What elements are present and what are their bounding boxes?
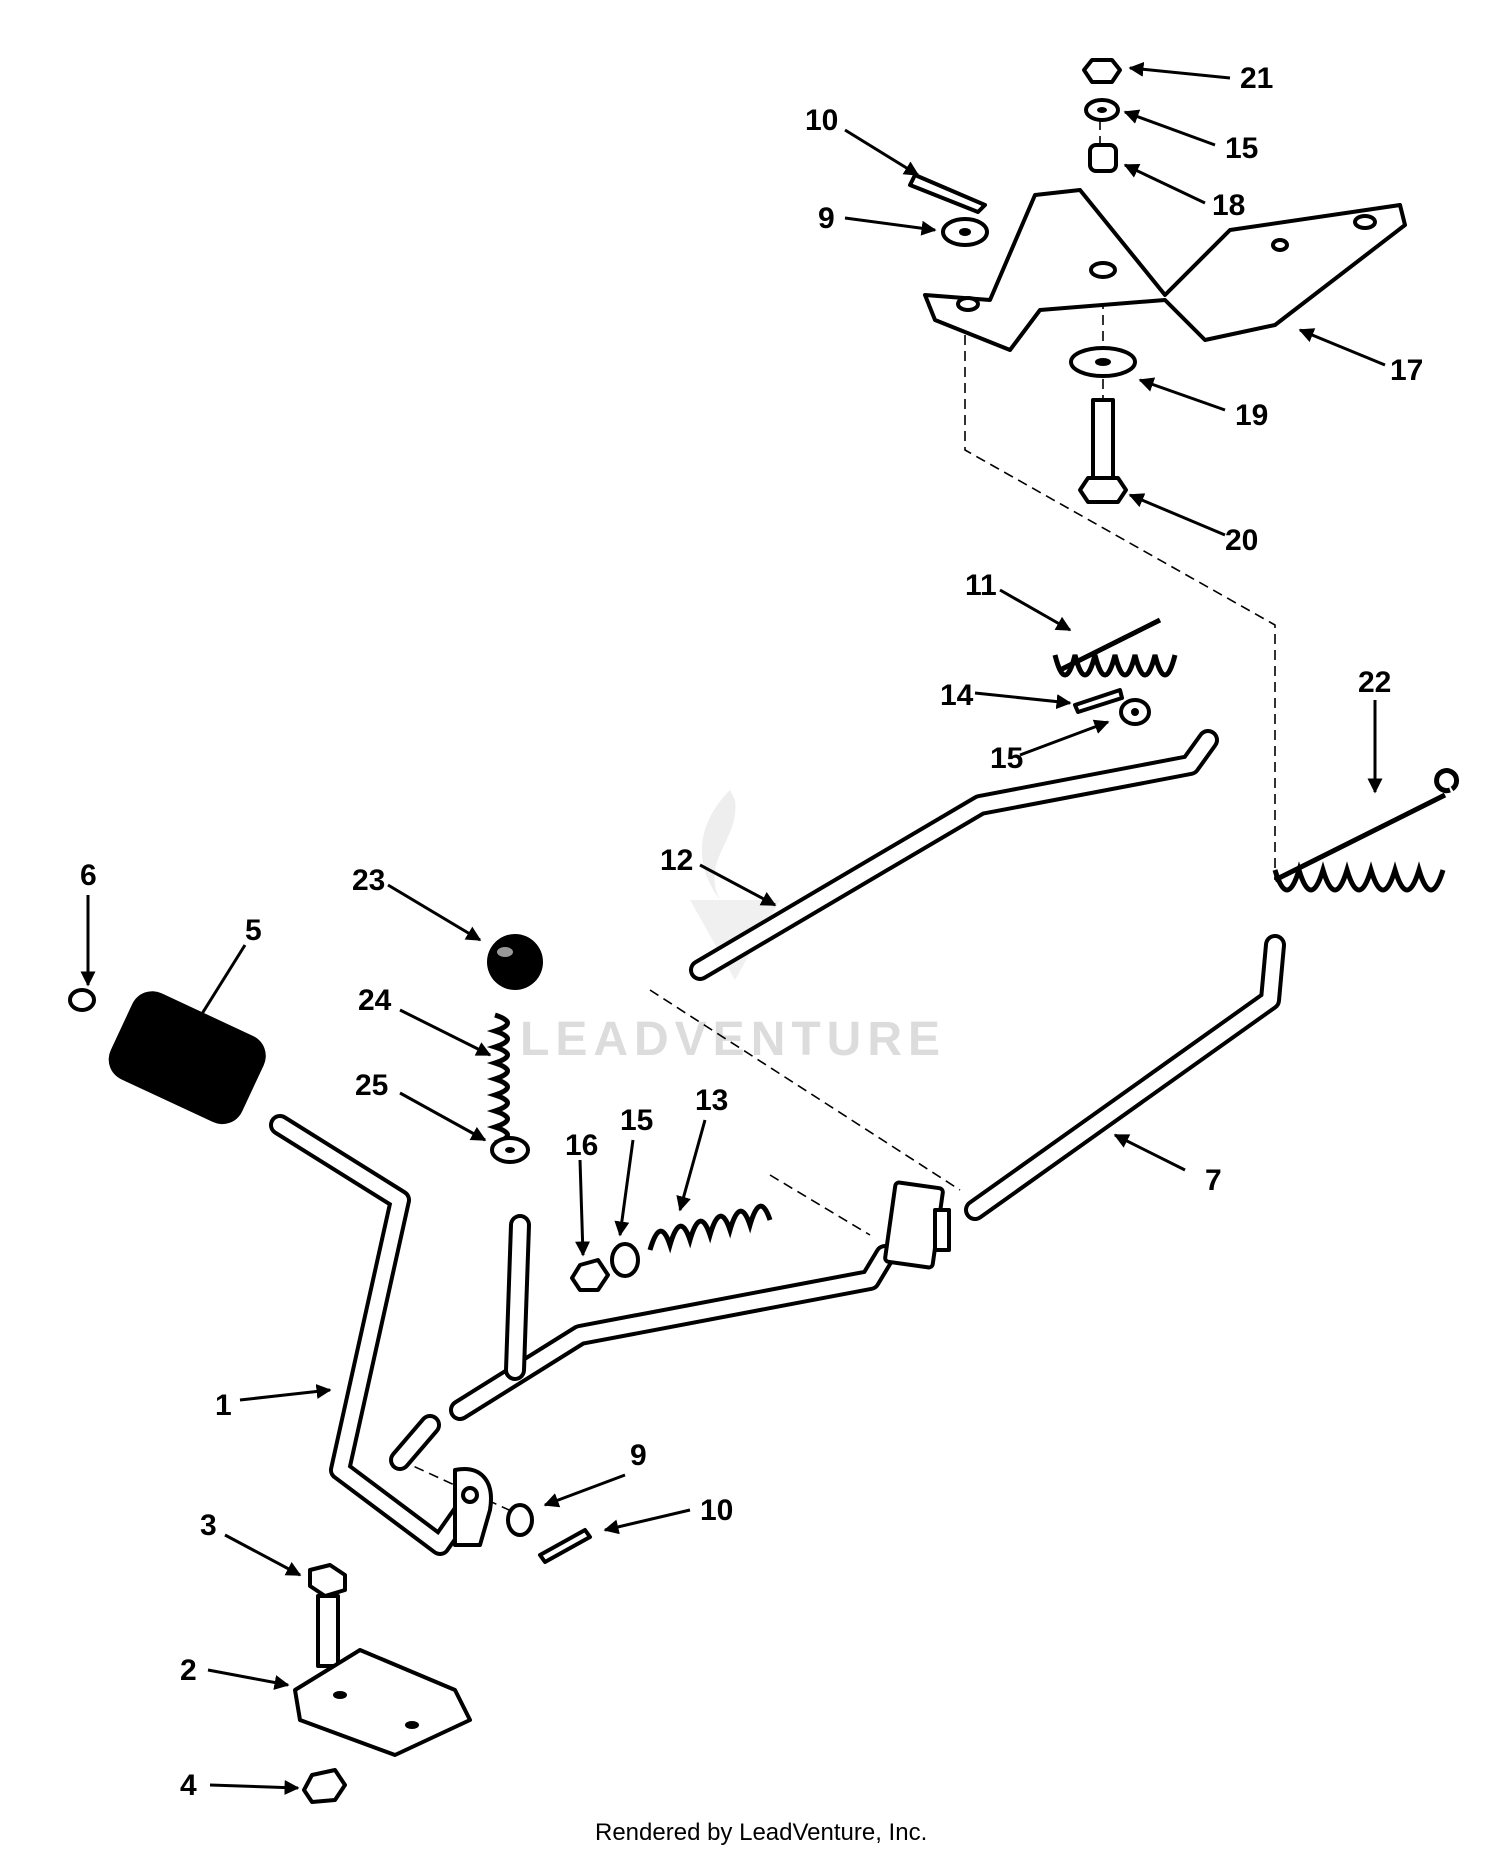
washer-15-top: [1084, 98, 1120, 122]
callout-21: 21: [1240, 62, 1273, 95]
callout-9-b: 9: [630, 1439, 647, 1472]
callout-10-b: 10: [700, 1494, 733, 1527]
callout-18: 18: [1212, 189, 1245, 222]
callout-15-c: 15: [620, 1104, 653, 1137]
callout-7: 7: [1205, 1164, 1222, 1197]
nut-4: [302, 1768, 347, 1804]
callout-6: 6: [80, 859, 97, 892]
bracket-17: [923, 188, 1407, 352]
assembly-lines: [399, 120, 1276, 1516]
callout-1: 1: [215, 1389, 232, 1422]
knob-23: [487, 934, 543, 990]
callout-4: 4: [180, 1769, 197, 1802]
washer-19: [1069, 346, 1137, 378]
grip-5: [108, 991, 266, 1125]
callout-3: 3: [200, 1509, 217, 1542]
callout-16: 16: [565, 1129, 598, 1162]
cotter-pin-10-top: [908, 173, 987, 214]
washer-15-mid: [1119, 698, 1151, 726]
callout-10-a: 10: [805, 104, 838, 137]
bracket-2: [293, 1648, 472, 1757]
callout-15-b: 15: [990, 742, 1023, 775]
callout-13: 13: [695, 1084, 728, 1117]
callout-2: 2: [180, 1654, 197, 1687]
callout-17: 17: [1390, 354, 1423, 387]
washer-9-low: [506, 1503, 534, 1537]
callout-24: 24: [358, 984, 392, 1017]
bolt-3: [308, 1563, 347, 1668]
callout-labels: 21 15 10 18 9 17 19 20 11 14 15 22 12 23…: [80, 62, 1423, 1802]
spacer-18: [1088, 143, 1118, 173]
callout-20: 20: [1225, 524, 1258, 557]
spring-24: [486, 1012, 510, 1146]
callout-22: 22: [1358, 666, 1391, 699]
lever-1: [269, 1114, 493, 1556]
callout-15-a: 15: [1225, 132, 1258, 165]
callout-23: 23: [352, 864, 385, 897]
footer-credit: Rendered by LeadVenture, Inc.: [595, 1819, 927, 1846]
washer-15-low: [610, 1242, 640, 1278]
spring-22: [1272, 768, 1460, 893]
callout-11: 11: [965, 569, 997, 602]
nut-16: [570, 1258, 610, 1292]
clip-6: [68, 988, 96, 1012]
link-rod: [449, 1214, 896, 1421]
rod-7: [964, 934, 1286, 1221]
pivot-plate: [883, 1180, 951, 1270]
cotter-pin-14: [1073, 688, 1124, 714]
rod-12: [689, 729, 1219, 981]
callout-12: 12: [660, 844, 693, 877]
hex-nut-21: [1082, 58, 1122, 84]
callout-14: 14: [940, 679, 974, 712]
spring-13: [647, 1203, 773, 1254]
callout-25: 25: [355, 1069, 388, 1102]
callout-9-a: 9: [818, 202, 835, 235]
washer-9-top: [941, 217, 989, 247]
leader-lines: [80, 61, 1386, 1796]
spring-11: [1052, 617, 1178, 678]
callout-19: 19: [1235, 399, 1268, 432]
watermark-text: LEADVENTURE: [520, 1013, 946, 1066]
callout-5: 5: [245, 914, 262, 947]
washer-25: [490, 1136, 530, 1164]
cotter-pin-10-low: [538, 1528, 592, 1564]
bolt-20: [1078, 398, 1128, 504]
